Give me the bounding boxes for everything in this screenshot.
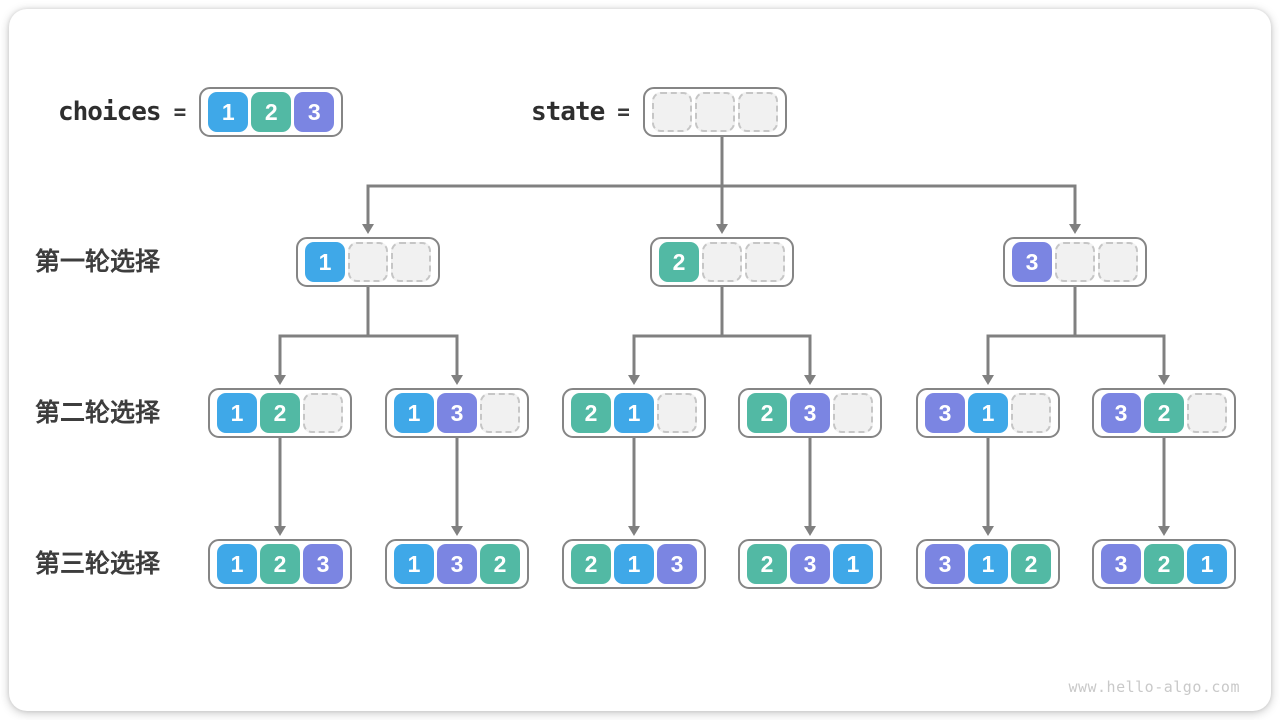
cell-3: 3 [925,544,965,584]
cell-1: 1 [968,393,1008,433]
cell-empty [694,92,735,132]
choices-label: choices [58,97,162,127]
state-array-box [642,87,787,137]
state-node-r1-1__: 1 [296,237,440,287]
cell-empty [745,242,785,282]
cell-3: 3 [1101,544,1141,584]
cell-1: 1 [217,544,257,584]
cell-1: 1 [394,544,434,584]
cell-3: 3 [303,544,343,584]
cell-3: 3 [294,92,335,132]
cell-2: 2 [747,544,787,584]
cell-2: 2 [1144,393,1184,433]
cell-2: 2 [747,393,787,433]
state-label: state [531,97,605,127]
cell-3: 3 [1101,393,1141,433]
cell-3: 3 [657,544,697,584]
cell-empty [480,393,520,433]
state-equals-sign: = [617,100,630,124]
cell-3: 3 [925,393,965,433]
cell-empty [737,92,778,132]
cell-empty [657,393,697,433]
cell-empty [391,242,431,282]
cell-2: 2 [260,393,300,433]
cell-2: 2 [571,544,611,584]
cell-empty [348,242,388,282]
cell-empty [702,242,742,282]
cell-3: 3 [1012,242,1052,282]
cell-empty [1098,242,1138,282]
cell-3: 3 [437,393,477,433]
cell-2: 2 [480,544,520,584]
state-header: state = [531,87,787,137]
cell-1: 1 [614,544,654,584]
cell-empty [1011,393,1051,433]
cell-1: 1 [208,92,249,132]
round-1-label: 第一轮选择 [35,248,161,276]
watermark: www.hello-algo.com [1068,678,1240,696]
choices-equals-sign: = [173,100,187,124]
cell-empty [833,393,873,433]
cell-1: 1 [305,242,345,282]
cell-2: 2 [1144,544,1184,584]
cell-2: 2 [659,242,699,282]
cell-1: 1 [217,393,257,433]
cell-1: 1 [394,393,434,433]
cell-2: 2 [251,92,292,132]
cell-3: 3 [790,393,830,433]
cell-empty [1055,242,1095,282]
cell-1: 1 [1187,544,1227,584]
state-node-r1-2__: 2 [650,237,794,287]
cell-empty [1187,393,1227,433]
cell-2: 2 [1011,544,1051,584]
cell-1: 1 [833,544,873,584]
round-3-label: 第三轮选择 [35,550,161,578]
cell-2: 2 [260,544,300,584]
cell-3: 3 [437,544,477,584]
cell-2: 2 [571,393,611,433]
cell-empty [651,92,692,132]
cell-1: 1 [614,393,654,433]
state-node-r1-3__: 3 [1003,237,1147,287]
cell-1: 1 [968,544,1008,584]
cell-3: 3 [790,544,830,584]
round-2-label: 第二轮选择 [35,399,161,427]
cell-empty [303,393,343,433]
